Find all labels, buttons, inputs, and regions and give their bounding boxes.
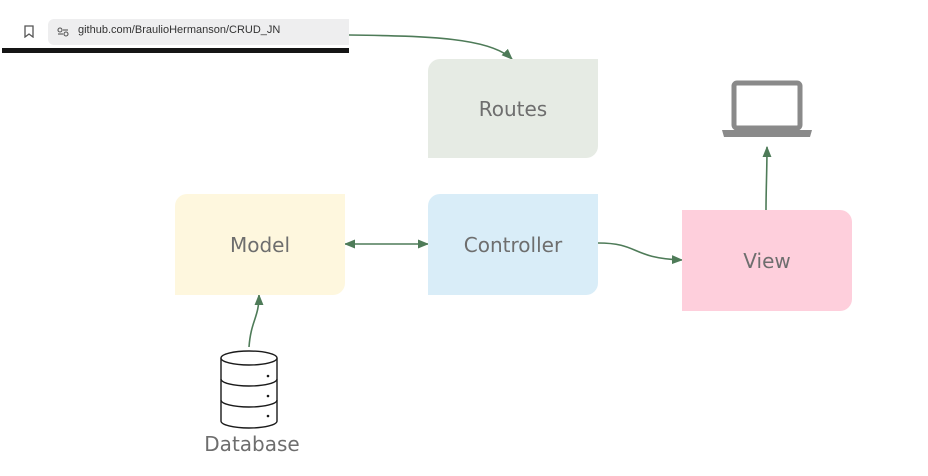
model-label: Model [229, 232, 291, 257]
view-label: View [743, 248, 791, 273]
database-icon [220, 350, 278, 429]
address-bar[interactable]: github.com/BraulioHermanson/CRUD_JN [48, 19, 349, 45]
url-to-routes-arrow [348, 34, 513, 60]
controller-label: Controller [463, 232, 563, 257]
database-label: Database [204, 432, 300, 456]
page-divider [2, 48, 349, 53]
database-to-model-arrow [248, 293, 264, 348]
view-node: View [682, 210, 852, 311]
tune-icon[interactable] [57, 27, 69, 37]
model-node: Model [175, 194, 345, 295]
controller-to-view-arrow [597, 242, 684, 265]
url-text: github.com/BraulioHermanson/CRUD_JN [78, 24, 281, 36]
bookmark-icon[interactable] [24, 25, 34, 38]
controller-node: Controller [428, 194, 598, 295]
laptop-icon [722, 80, 812, 137]
routes-label: Routes [478, 96, 548, 121]
view-to-laptop-arrow [762, 145, 772, 211]
routes-node: Routes [428, 59, 598, 158]
